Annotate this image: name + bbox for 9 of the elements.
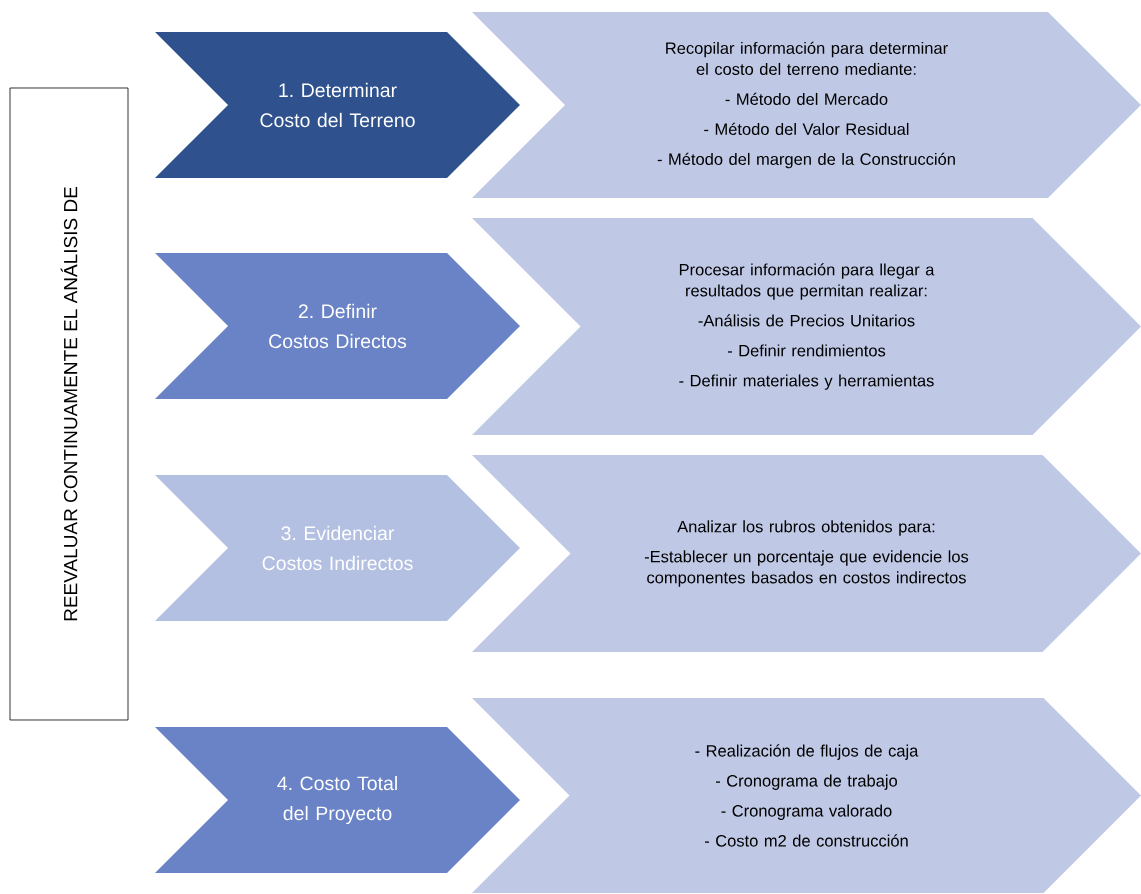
step-banner: 2. Definir Costos Directos — [155, 253, 520, 399]
description-panel: Analizar los rubros obtenidos para: -Establecer un porcentaje que evidencie los componentes basados en costos indirectos — [472, 455, 1141, 652]
step-banner: 1. Determinar Costo del Terreno — [155, 32, 520, 178]
rotated-label-box: REEVALUAR CONTINUAMENTE EL ANÁLISIS DE — [9, 87, 129, 721]
description-panel: - Realización de flujos de caja - Cronograma de trabajo - Cronograma valorado - Costo m2 de construcción — [472, 698, 1141, 893]
step-banner: 3. Evidenciar Costos Indirectos — [155, 475, 520, 621]
step-banner: 4. Costo Total del Proyecto — [155, 727, 520, 873]
description-panel: Recopilar información para determinar el costo del terreno mediante: - Método del Mercado - Método del Valor Residual - Método del margen de la Construcción — [472, 12, 1141, 198]
description-panel: Procesar información para llegar a resultados que permitan realizar: -Análisis de Precios Unitarios - Definir rendimientos - Definir materiales y herramientas — [472, 218, 1141, 435]
